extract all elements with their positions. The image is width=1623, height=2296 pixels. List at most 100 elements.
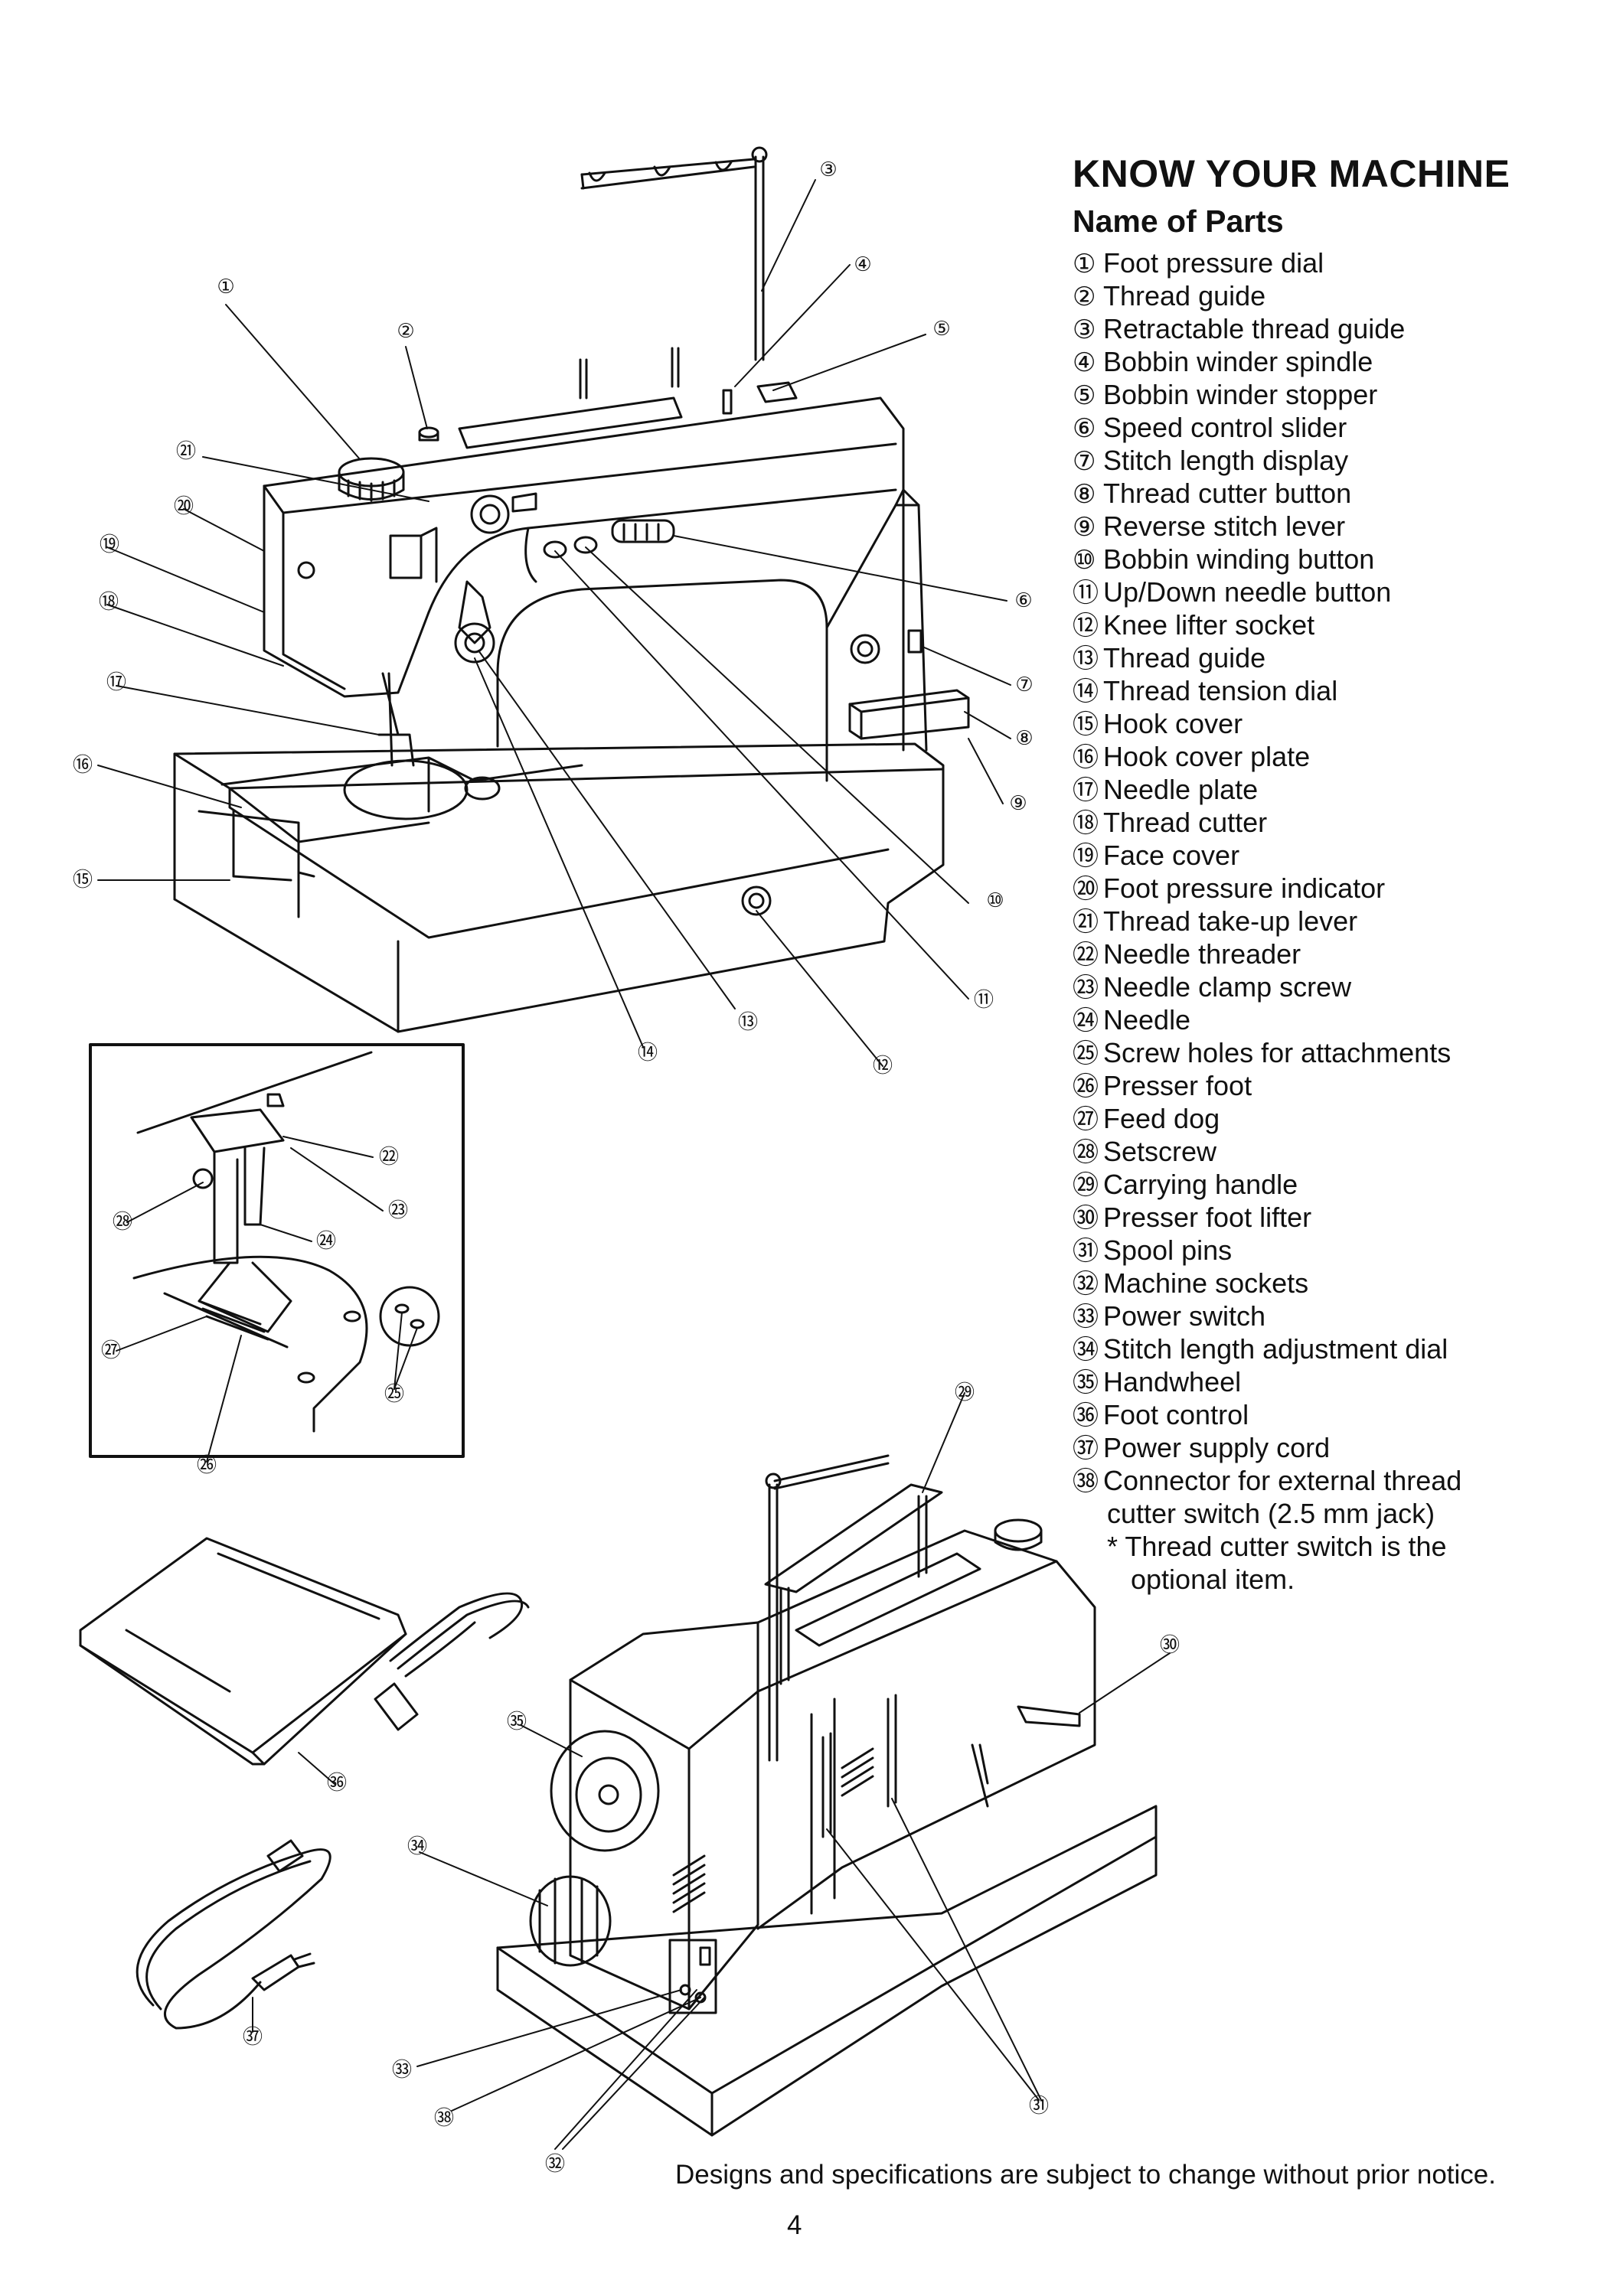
part-number: ⑲ bbox=[1073, 842, 1099, 871]
part-number: ⑬ bbox=[1073, 644, 1099, 673]
part-label: Bobbin winder stopper bbox=[1103, 379, 1378, 410]
part-number: ㉛ bbox=[1073, 1237, 1099, 1266]
callout-30: ㉚ bbox=[1160, 1634, 1180, 1657]
callout-10: ⑩ bbox=[986, 889, 1004, 912]
part-number: ② bbox=[1073, 282, 1096, 311]
part-label: Feed dog bbox=[1103, 1103, 1220, 1134]
part-number: ㉚ bbox=[1073, 1204, 1099, 1233]
part-number: ㉔ bbox=[1073, 1006, 1099, 1035]
callout-25: ㉕ bbox=[384, 1383, 404, 1406]
callout-19: ⑲ bbox=[100, 533, 119, 556]
callout-16: ⑯ bbox=[73, 754, 93, 777]
callout-05: ⑤ bbox=[932, 318, 950, 341]
part-label: Face cover bbox=[1103, 840, 1240, 871]
callout-32: ㉜ bbox=[545, 2153, 565, 2176]
callout-23: ㉓ bbox=[388, 1199, 408, 1222]
callout-34: ㉞ bbox=[407, 1835, 427, 1858]
part-label: Spool pins bbox=[1103, 1234, 1233, 1266]
part-number: ㉓ bbox=[1073, 974, 1099, 1003]
part-number: ⑦ bbox=[1073, 447, 1096, 476]
part-label: Speed control slider bbox=[1103, 412, 1347, 443]
part-number: ㊲ bbox=[1073, 1434, 1099, 1463]
part-label: Stitch length adjustment dial bbox=[1103, 1333, 1448, 1365]
part-number: ㉜ bbox=[1073, 1270, 1099, 1299]
optional-note-line-2: optional item. bbox=[1131, 1564, 1295, 1595]
power-cord-illustration bbox=[136, 1839, 331, 2030]
page-heading: KNOW YOUR MACHINE bbox=[1073, 152, 1510, 195]
page-number: 4 bbox=[787, 2210, 802, 2240]
part-number: ⑧ bbox=[1073, 480, 1096, 509]
part-number: ⑯ bbox=[1073, 743, 1099, 772]
callout-08: ⑧ bbox=[1015, 727, 1033, 750]
part-number: ㉖ bbox=[1073, 1072, 1099, 1101]
callout-29: ㉙ bbox=[955, 1381, 975, 1404]
part-number: ⑮ bbox=[1073, 710, 1099, 739]
callout-38: ㊳ bbox=[434, 2107, 454, 2130]
disclaimer-footer: Designs and specifications are subject t… bbox=[675, 2160, 1496, 2190]
leader-lines-main bbox=[97, 179, 1011, 1067]
part-number: ⑳ bbox=[1073, 875, 1099, 904]
main-machine-illustration bbox=[173, 146, 970, 1033]
part-label: Connector for external thread bbox=[1103, 1465, 1462, 1496]
foot-control-illustration bbox=[79, 1537, 530, 1766]
part-label: Hook cover bbox=[1103, 708, 1243, 739]
callout-18: ⑱ bbox=[99, 591, 119, 614]
part-number: ④ bbox=[1073, 348, 1096, 377]
part-label: Presser foot bbox=[1103, 1070, 1252, 1101]
part-label: Power supply cord bbox=[1103, 1432, 1331, 1463]
part-label: Handwheel bbox=[1103, 1366, 1242, 1397]
callout-22: ㉒ bbox=[379, 1146, 399, 1169]
callout-09: ⑨ bbox=[1009, 792, 1027, 815]
part-number: ⑥ bbox=[1073, 414, 1096, 443]
part-number: ① bbox=[1073, 249, 1096, 279]
callout-31: ㉛ bbox=[1029, 2095, 1049, 2118]
part-label: Thread guide bbox=[1103, 642, 1266, 673]
part-number: ㊳ bbox=[1073, 1467, 1099, 1496]
part-number: ③ bbox=[1073, 315, 1096, 344]
callout-02: ② bbox=[397, 320, 414, 343]
part-label: Up/Down needle button bbox=[1103, 576, 1392, 608]
callout-11: ⑪ bbox=[974, 989, 994, 1012]
callout-20: ⑳ bbox=[174, 495, 194, 518]
part-label: Foot control bbox=[1103, 1399, 1249, 1430]
part-number: ⑩ bbox=[1073, 546, 1096, 575]
callout-17: ⑰ bbox=[106, 671, 126, 694]
leader-lines-rear bbox=[416, 1392, 1171, 2150]
part-number: ⑤ bbox=[1073, 381, 1096, 410]
part-label: Stitch length display bbox=[1103, 445, 1349, 476]
part-number: ㉟ bbox=[1073, 1368, 1099, 1397]
part-number: ㉙ bbox=[1073, 1171, 1099, 1200]
part-number: ⑱ bbox=[1073, 809, 1099, 838]
callout-14: ⑭ bbox=[638, 1042, 658, 1065]
callout-33: ㉝ bbox=[392, 2059, 412, 2082]
part-number: ⑰ bbox=[1073, 776, 1099, 805]
part-label: Setscrew bbox=[1103, 1136, 1217, 1167]
part-label: Retractable thread guide bbox=[1103, 313, 1406, 344]
part-number: ㉘ bbox=[1073, 1138, 1099, 1167]
part-label: Thread tension dial bbox=[1103, 675, 1338, 706]
part-number: ⑨ bbox=[1073, 513, 1096, 542]
part-label: Thread guide bbox=[1103, 280, 1266, 311]
callout-24: ㉔ bbox=[316, 1230, 336, 1253]
